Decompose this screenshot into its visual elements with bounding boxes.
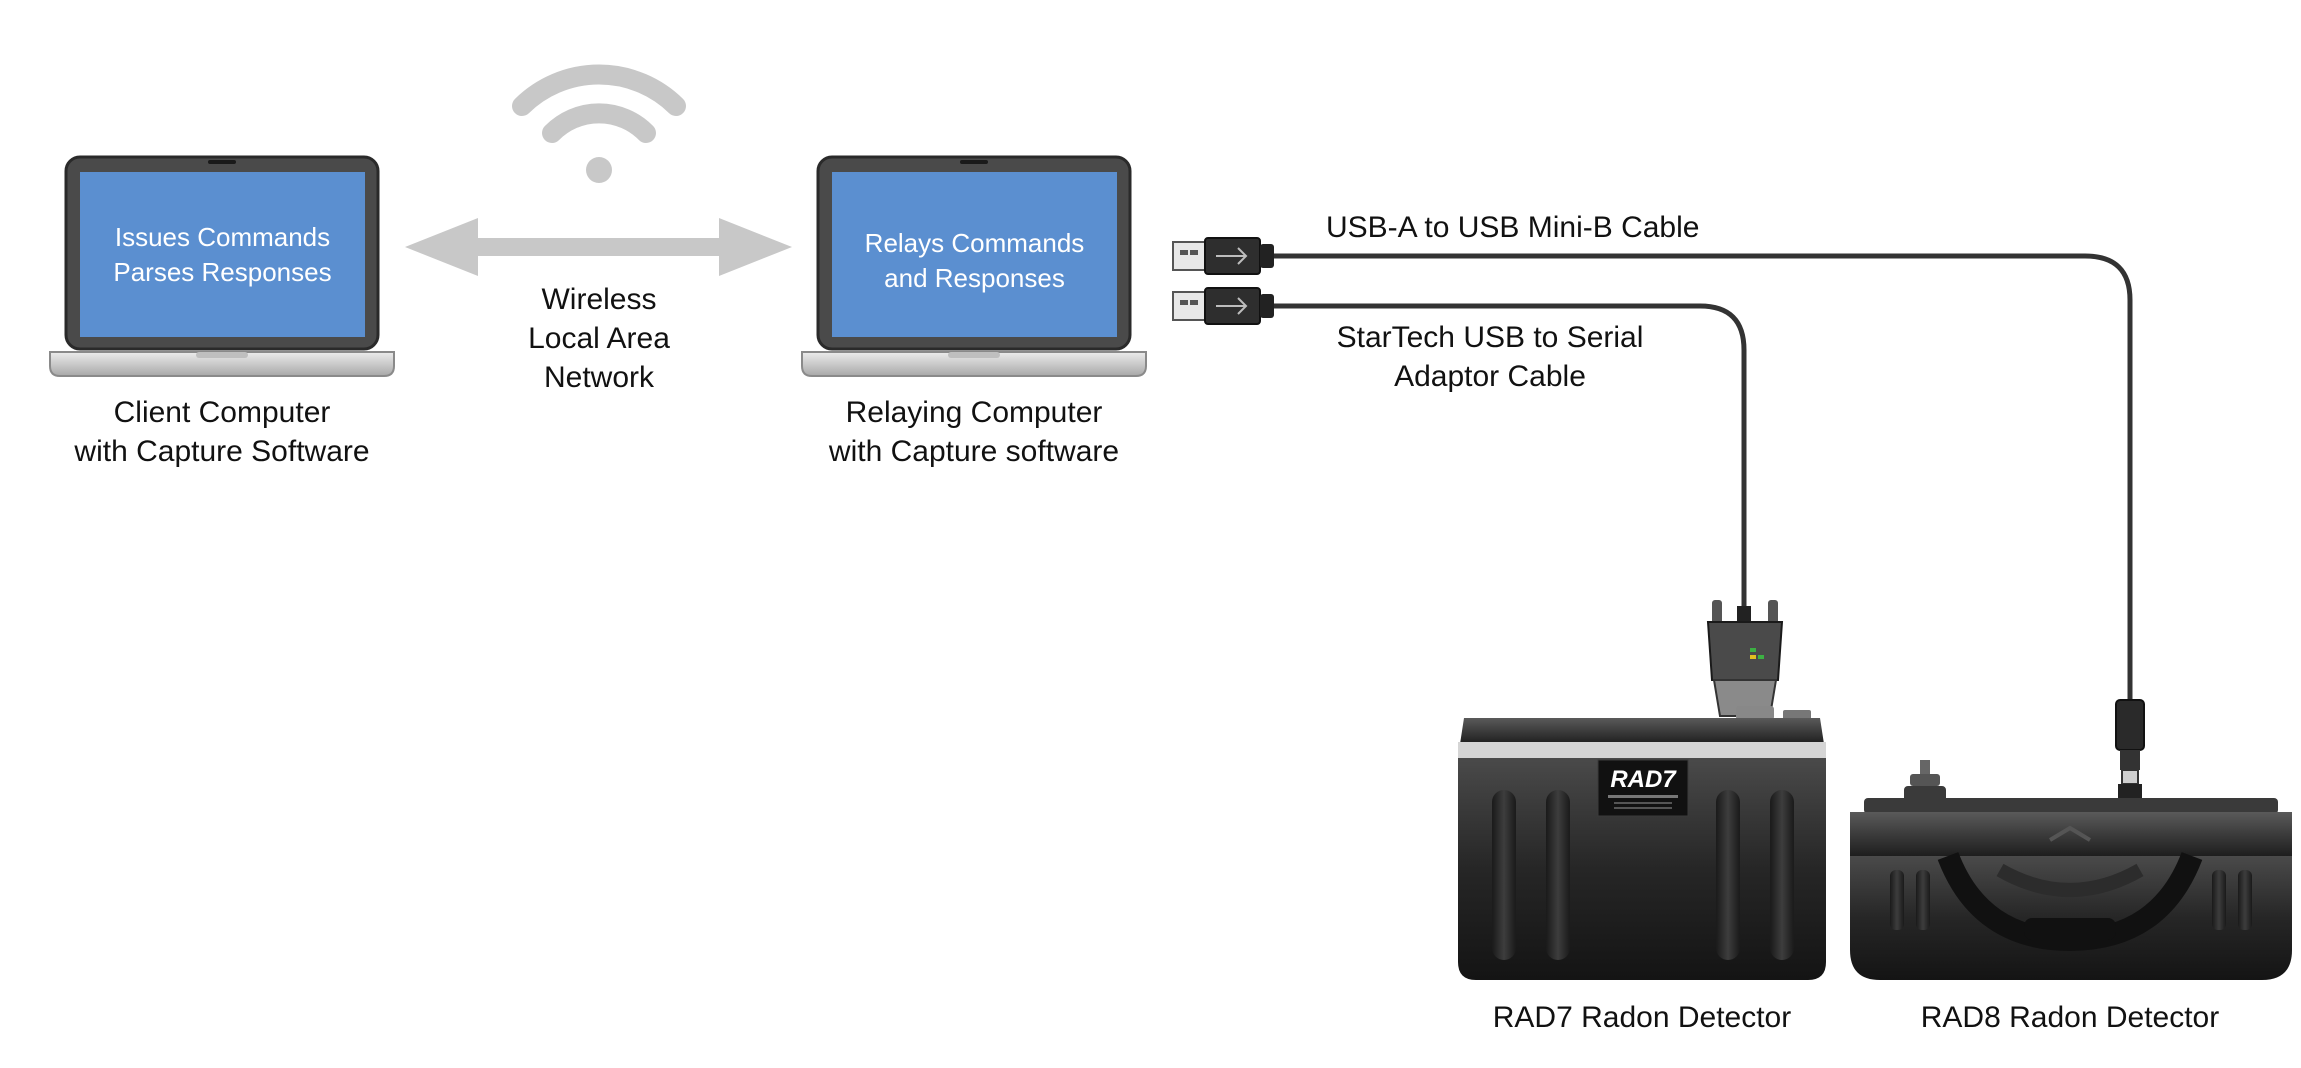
client-caption-line-2: with Capture Software <box>74 435 370 468</box>
relay-screen-line-2: and Responses <box>884 263 1065 294</box>
usb-mini-cable-label: USB-A to USB Mini-B Cable <box>1326 208 1746 247</box>
serial-cable-label: StarTech USB to Serial Adaptor Cable <box>1290 318 1690 396</box>
network-label-line-2: Local Area <box>528 322 670 355</box>
client-caption: Client Computer with Capture Software <box>22 393 422 471</box>
rad7-caption: RAD7 Radon Detector <box>1442 998 1842 1037</box>
rad7-case-image: RAD7 <box>1458 706 1826 980</box>
client-screen-line-1: Issues Commands <box>114 222 331 252</box>
client-screen-text: Issues Commands Parses Responses <box>80 220 365 290</box>
wifi-icon <box>512 64 686 183</box>
relay-caption-line-1: Relaying Computer <box>845 396 1103 429</box>
relay-screen-text: Relays Commands and Responses <box>832 226 1117 296</box>
rad8-caption: RAD8 Radon Detector <box>1870 998 2270 1037</box>
relay-screen-line-1: Relays Commands <box>864 228 1085 258</box>
rad8-caption-text: RAD8 Radon Detector <box>1920 1001 2220 1034</box>
network-label-line-3: Network <box>543 361 655 394</box>
rad7-caption-text: RAD7 Radon Detector <box>1492 1001 1792 1034</box>
serial-cable-label-line-2: Adaptor Cable <box>1394 360 1586 393</box>
relay-caption-line-2: with Capture software <box>828 435 1120 468</box>
usb-mini-cable-label-text: USB-A to USB Mini-B Cable <box>1326 211 1700 244</box>
usb-mini-cable <box>1270 253 2133 700</box>
db9-connector-icon <box>1706 600 1784 717</box>
client-laptop-icon <box>49 155 395 377</box>
rad7-badge: RAD7 <box>1610 766 1677 793</box>
serial-cable <box>1270 303 1747 610</box>
serial-cable-label-line-1: StarTech USB to Serial <box>1336 321 1644 354</box>
network-label: Wireless Local Area Network <box>449 280 749 397</box>
relay-caption: Relaying Computer with Capture software <box>774 393 1174 471</box>
network-label-line-1: Wireless <box>541 283 657 316</box>
client-caption-line-1: Client Computer <box>113 396 331 429</box>
usb-mini-b-plug-icon <box>2115 699 2145 785</box>
client-screen-line-2: Parses Responses <box>113 257 332 288</box>
double-arrow-icon <box>405 218 792 276</box>
usb-plug-icon <box>1172 287 1274 325</box>
usb-plug-icon <box>1172 237 1274 275</box>
relay-laptop-icon <box>801 155 1147 377</box>
rad8-case-image <box>1850 760 2292 980</box>
